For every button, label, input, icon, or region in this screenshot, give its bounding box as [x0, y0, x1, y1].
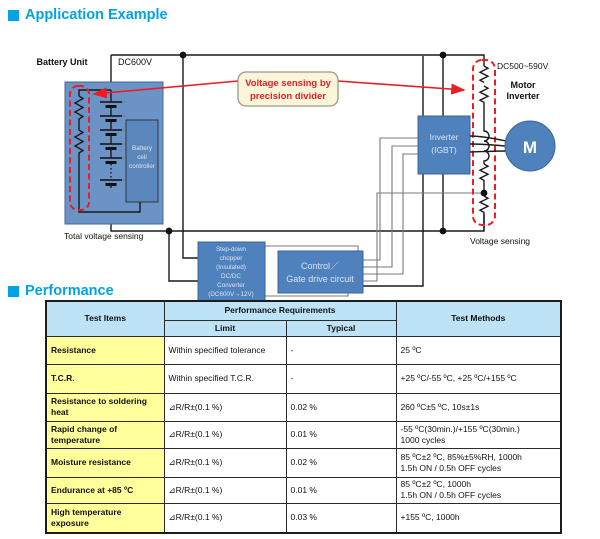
- row-typical-cell: 0.01 %: [285, 420, 397, 449]
- table-row: High temperature exposure⊿R/R±(0.1 %)0.0…: [45, 502, 562, 534]
- row-method-cell: 25 ºC: [395, 335, 562, 365]
- row-method-cell: 260 ºC±5 ºC, 10s±1s: [395, 392, 562, 422]
- row-item-cell: T.C.R.: [45, 363, 165, 394]
- dc500-590v-label: DC500~590V: [497, 61, 549, 71]
- row-typical-cell: 0.01 %: [285, 476, 397, 504]
- svg-text:Converter: Converter: [217, 282, 245, 289]
- row-method-cell: 85 ºC±2 ºC, 85%±5%RH, 1000h 1.5h ON / 0.…: [395, 447, 562, 478]
- section-title-text: Application Example: [25, 7, 168, 23]
- row-item-cell: High temperature exposure: [45, 502, 165, 534]
- svg-text:chopper: chopper: [220, 255, 243, 262]
- row-method-cell: 85 ºC±2 ºC, 1000h 1.5h ON / 0.5h OFF cyc…: [395, 476, 562, 504]
- row-typical-cell: 0.03 %: [285, 502, 397, 534]
- junction-dots: [165, 51, 488, 235]
- row-method-cell: +25 ºC/-55 ºC, +25 ºC/+155 ºC: [395, 363, 562, 394]
- table-row: T.C.R.Within specified T.C.R.-+25 ºC/-55…: [45, 363, 562, 394]
- inverter-divider-red-dashed-outline: [472, 59, 496, 226]
- control-gate-drive-box: Control／ Gate drive circuit: [277, 250, 364, 294]
- test-methods-header: Test Methods: [395, 300, 562, 337]
- application-circuit-diagram: Battery cell controller Inverter (IGBT) …: [36, 51, 556, 303]
- typical-header: Typical: [285, 319, 397, 337]
- table-row: Moisture resistance⊿R/R±(0.1 %)0.02 %85 …: [45, 447, 562, 478]
- inverter-precision-divider: [472, 59, 496, 231]
- dc600v-label: DC600V: [118, 57, 152, 67]
- row-limit-cell: ⊿R/R±(0.1 %): [163, 447, 287, 478]
- motor-phase-wires: [469, 135, 507, 153]
- svg-text:precision divider: precision divider: [250, 91, 326, 102]
- motor-inverter-label: Motor: [511, 80, 536, 90]
- battery-unit-label: Battery Unit: [36, 57, 87, 67]
- row-item-cell: Endurance at +85 ºC: [45, 476, 165, 504]
- sense-and-gate-wires: [265, 137, 484, 297]
- application-example-title: Application Example: [8, 7, 168, 23]
- battery-cell-controller-box: Battery cell controller: [125, 119, 159, 203]
- battery-controller-label: Battery: [132, 145, 153, 152]
- callout-arrow-left: [92, 80, 239, 99]
- svg-text:Control／: Control／: [301, 261, 339, 271]
- row-limit-cell: ⊿R/R±(0.1 %): [163, 392, 287, 422]
- row-item-cell: Moisture resistance: [45, 447, 165, 478]
- motor-m-label: M: [523, 138, 537, 157]
- performance-title: Performance: [8, 283, 114, 299]
- row-typical-cell: -: [285, 335, 397, 365]
- row-method-cell: +155 ºC, 1000h: [395, 502, 562, 534]
- row-limit-cell: ⊿R/R±(0.1 %): [163, 502, 287, 534]
- svg-text:Inverter: Inverter: [430, 132, 459, 142]
- row-item-cell: Rapid change of temperature: [45, 420, 165, 449]
- row-limit-cell: Within specified tolerance: [163, 335, 287, 365]
- row-item-cell: Resistance: [45, 335, 165, 365]
- svg-text:(IGBT): (IGBT): [431, 145, 457, 155]
- battery-divider-red-dashed-outline: [69, 85, 90, 211]
- svg-text:controller: controller: [129, 163, 155, 170]
- battery-cells: [100, 90, 126, 188]
- svg-text:Inverter: Inverter: [506, 91, 540, 101]
- callout-arrow-right: [337, 80, 466, 95]
- table-row: Rapid change of temperature⊿R/R±(0.1 %)0…: [45, 420, 562, 449]
- performance-requirements-header: Performance Requirements: [163, 300, 397, 321]
- inverter-igbt-box: Inverter (IGBT): [417, 115, 471, 175]
- step-down-chopper-box: Step-down chopper (Insulated) DC/DC Conv…: [197, 241, 266, 303]
- svg-text:cell: cell: [137, 154, 146, 161]
- table-row: Resistance to soldering heat⊿R/R±(0.1 %)…: [45, 392, 562, 422]
- battery-precision-divider: [73, 89, 141, 213]
- row-typical-cell: 0.02 %: [285, 392, 397, 422]
- svg-text:Gate drive circuit: Gate drive circuit: [286, 274, 354, 284]
- section-bullet-icon: [8, 285, 19, 297]
- total-voltage-sensing-label: Total voltage sensing: [64, 231, 144, 241]
- row-method-cell: -55 ºC(30min.)/+155 ºC(30min.) 1000 cycl…: [395, 420, 562, 449]
- voltage-sensing-callout: Voltage sensing by precision divider: [92, 71, 466, 107]
- section-bullet-icon: [8, 9, 19, 21]
- row-limit-cell: ⊿R/R±(0.1 %): [163, 476, 287, 504]
- table-row: Endurance at +85 ºC⊿R/R±(0.1 %)0.01 %85 …: [45, 476, 562, 504]
- limit-header: Limit: [163, 319, 287, 337]
- row-typical-cell: -: [285, 363, 397, 394]
- battery-unit-box: Battery cell controller: [64, 81, 164, 225]
- test-items-header: Test Items: [45, 300, 165, 337]
- svg-text:Step-down: Step-down: [216, 246, 247, 253]
- row-item-cell: Resistance to soldering heat: [45, 392, 165, 422]
- motor: M: [504, 120, 556, 172]
- voltage-sensing-label: Voltage sensing: [470, 236, 530, 246]
- row-limit-cell: ⊿R/R±(0.1 %): [163, 420, 287, 449]
- svg-text:(Insulated): (Insulated): [216, 264, 246, 271]
- svg-text:Voltage sensing by: Voltage sensing by: [245, 78, 332, 89]
- performance-table: Test Items Performance Requirements Test…: [45, 300, 563, 534]
- svg-text:(DC600V→12V): (DC600V→12V): [208, 291, 254, 298]
- row-limit-cell: Within specified T.C.R.: [163, 363, 287, 394]
- svg-text:DC/DC: DC/DC: [221, 273, 241, 280]
- row-typical-cell: 0.02 %: [285, 447, 397, 478]
- section-title-text: Performance: [25, 283, 114, 299]
